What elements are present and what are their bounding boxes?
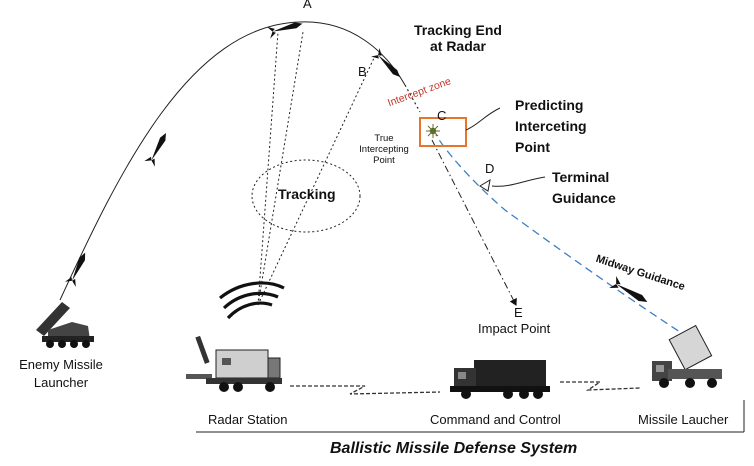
enemy-missile-2 <box>144 132 166 167</box>
tracking-label: Tracking <box>278 186 336 202</box>
enemy-launcher-label: Enemy Missile Launcher <box>19 357 103 391</box>
impact-path <box>431 139 517 306</box>
radar-waves-icon <box>219 281 285 320</box>
impact-point-label: Impact Point <box>478 321 551 336</box>
tracking-ellipse <box>251 159 361 233</box>
enemy-missile-4 <box>371 48 401 78</box>
comm-link-c2-launcher <box>560 381 641 391</box>
tracking-line-2 <box>257 31 304 306</box>
label-point-b: B <box>358 64 367 79</box>
tracking-line-3 <box>257 57 375 306</box>
descent-path-dotted <box>404 84 421 113</box>
interceptor-path <box>435 134 701 346</box>
tracking-line-1 <box>257 31 279 306</box>
command-control-icon <box>450 360 550 399</box>
radar-station-label: Radar Station <box>208 412 288 427</box>
predicting-point-label: Predicting Interceting Point <box>515 97 587 155</box>
label-point-a: A <box>303 0 312 11</box>
tracking-end-label: Tracking End at Radar <box>414 22 502 55</box>
comm-link-radar-c2 <box>290 385 441 395</box>
enemy-trajectory <box>59 21 406 301</box>
intercept-zone-box <box>419 117 467 147</box>
radar-station-icon <box>186 335 282 392</box>
true-intercepting-label: True Intercepting Point <box>359 133 409 166</box>
label-point-d: D <box>485 161 495 176</box>
interceptor-missile <box>609 275 648 302</box>
enemy-missile-1 <box>64 252 86 287</box>
missile-launcher-label: Missile Laucher <box>638 412 729 427</box>
enemy-launcher-icon <box>36 302 94 348</box>
enemy-missile-3 <box>267 22 303 39</box>
predicting-pointer <box>465 107 501 131</box>
point-d-marker <box>479 179 491 192</box>
label-point-e: E <box>514 305 523 320</box>
system-title: Ballistic Missile Defense System <box>330 440 578 457</box>
label-point-c: C <box>437 108 447 123</box>
missile-launcher-icon <box>652 324 722 388</box>
terminal-guidance-label: Terminal Guidance <box>552 169 616 206</box>
terminal-pointer <box>491 176 546 187</box>
command-control-label: Command and Control <box>430 412 561 427</box>
intercept-burst-icon <box>426 124 440 138</box>
